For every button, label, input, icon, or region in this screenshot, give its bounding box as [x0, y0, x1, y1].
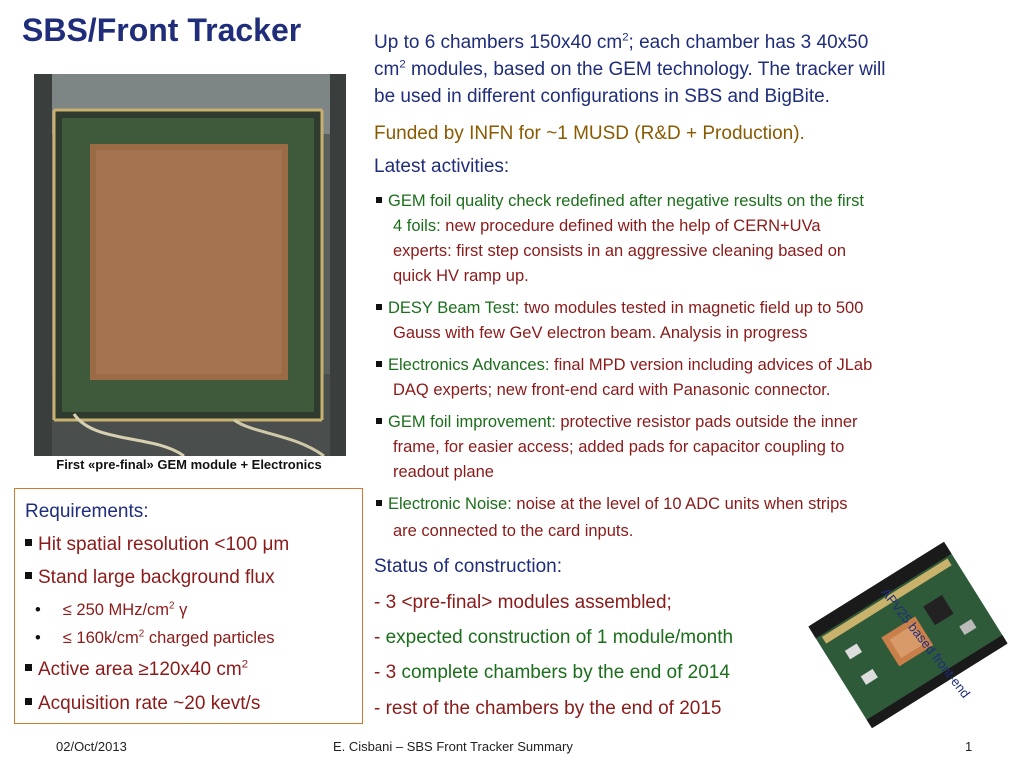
bullet-square-icon [376, 303, 382, 310]
bullet-square-icon [376, 499, 382, 506]
status-item: - rest of the chambers by the end of 201… [374, 698, 722, 719]
intro-line: Up to 6 chambers 150x40 cm2; each chambe… [374, 31, 869, 53]
activity-line: quick HV ramp up. [393, 267, 529, 285]
footer-date: 02/Oct/2013 [56, 739, 127, 754]
activity-line: experts: first step consists in an aggre… [393, 242, 847, 260]
photo-caption: First «pre-final» GEM module + Electroni… [56, 457, 322, 472]
apv25-board-image [808, 541, 1008, 729]
status-heading: Status of construction: [374, 556, 562, 577]
bullet-square-icon [25, 539, 32, 547]
activity-line: readout plane [393, 463, 494, 481]
status-item: - expected construction of 1 module/mont… [374, 627, 734, 648]
intro-line: be used in different configurations in S… [374, 86, 830, 107]
apv25-board-photo [806, 535, 1010, 735]
activity-line: DAQ experts; new front-end card with Pan… [393, 381, 831, 399]
intro-line: cm2 modules, based on the GEM technology… [374, 58, 886, 80]
bullet-dot-icon: • [35, 601, 41, 619]
requirements-box: Requirements: Hit spatial resolution <10… [14, 488, 363, 724]
activity-line: 4 foils: new procedure defined with the … [393, 217, 821, 235]
bullet-square-icon [25, 664, 32, 672]
status-item: - 3 complete chambers by the end of 2014 [374, 662, 730, 683]
bullet-square-icon [376, 196, 382, 203]
latest-activities-heading: Latest activities: [374, 156, 510, 177]
requirement-subitem: •≤ 250 MHz/cm2 γ [35, 600, 188, 619]
activity-line: Electronic Noise: noise at the level of … [376, 495, 848, 514]
gem-module-image [34, 74, 346, 456]
bullet-square-icon [376, 417, 382, 424]
slide-title: SBS/Front Tracker [22, 12, 302, 48]
activity-line: are connected to the card inputs. [393, 522, 634, 540]
requirement-subitem: •≤ 160k/cm2 charged particles [35, 628, 275, 647]
requirement-item: Stand large background flux [25, 567, 275, 589]
gem-module-photo [34, 74, 346, 456]
activity-line: frame, for easier access; added pads for… [393, 438, 845, 456]
bullet-square-icon [376, 360, 382, 367]
activity-line: DESY Beam Test: two modules tested in ma… [376, 299, 863, 318]
status-item: - 3 <pre-final> modules assembled; [374, 592, 672, 613]
bullet-square-icon [25, 698, 32, 706]
bullet-dot-icon: • [35, 629, 41, 647]
activity-line: Gauss with few GeV electron beam. Analys… [393, 324, 808, 342]
requirements-heading: Requirements: [25, 501, 149, 522]
requirement-item: Acquisition rate ~20 kevt/s [25, 693, 260, 715]
funding-text: Funded by INFN for ~1 MUSD (R&D + Produc… [374, 123, 805, 144]
footer-title: E. Cisbani – SBS Front Tracker Summary [333, 739, 573, 754]
requirement-item: Active area ≥120x40 cm2 [25, 659, 248, 681]
activity-line: Electronics Advances: final MPD version … [376, 356, 872, 375]
footer-page-number: 1 [965, 739, 973, 754]
requirement-item: Hit spatial resolution <100 μm [25, 534, 289, 556]
activity-line: GEM foil quality check redefined after n… [376, 192, 864, 211]
bullet-square-icon [25, 572, 32, 580]
activity-line: GEM foil improvement: protective resisto… [376, 413, 858, 432]
